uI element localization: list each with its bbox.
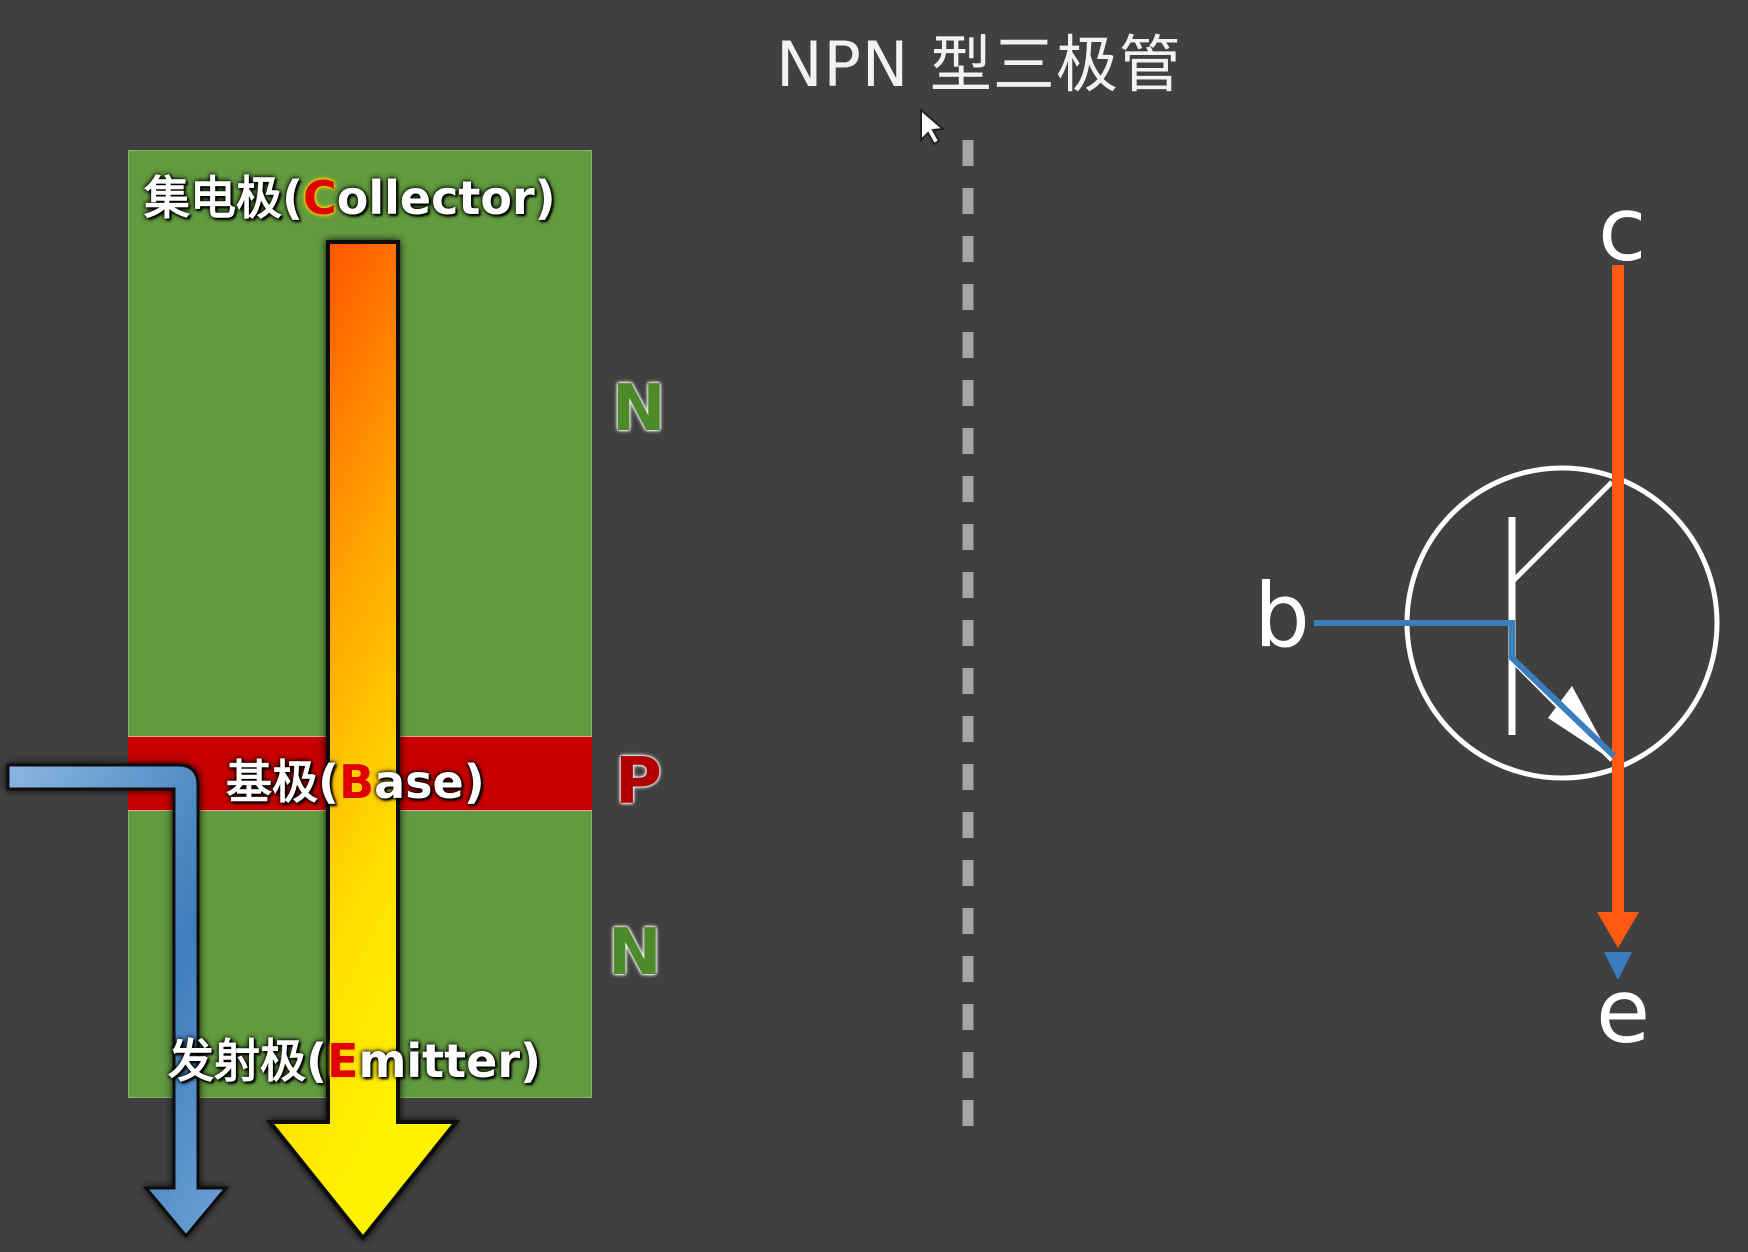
collector-emitter-current-arrow [1597, 265, 1639, 948]
terminal-label-c: c [1598, 178, 1647, 281]
terminal-label-b: b [1254, 564, 1310, 667]
collector-lead [1510, 480, 1614, 584]
emitter-label: 发射极(Emitter) [168, 1034, 542, 1088]
base-emitter-current-arrow [1314, 620, 1632, 980]
base-current-arrow [6, 763, 230, 1239]
cursor-icon [920, 107, 946, 146]
collector-label: 集电极(Collector) [144, 171, 556, 225]
region-label-n-bottom: N [608, 916, 662, 990]
region-label-n-top: N [612, 372, 666, 446]
terminal-label-e: e [1596, 960, 1651, 1063]
page-title: NPN 型三极管 [776, 28, 1182, 101]
region-label-p: P [615, 745, 662, 819]
base-label: 基极(Base) [226, 755, 485, 809]
collector-current-arrow [265, 240, 461, 1242]
